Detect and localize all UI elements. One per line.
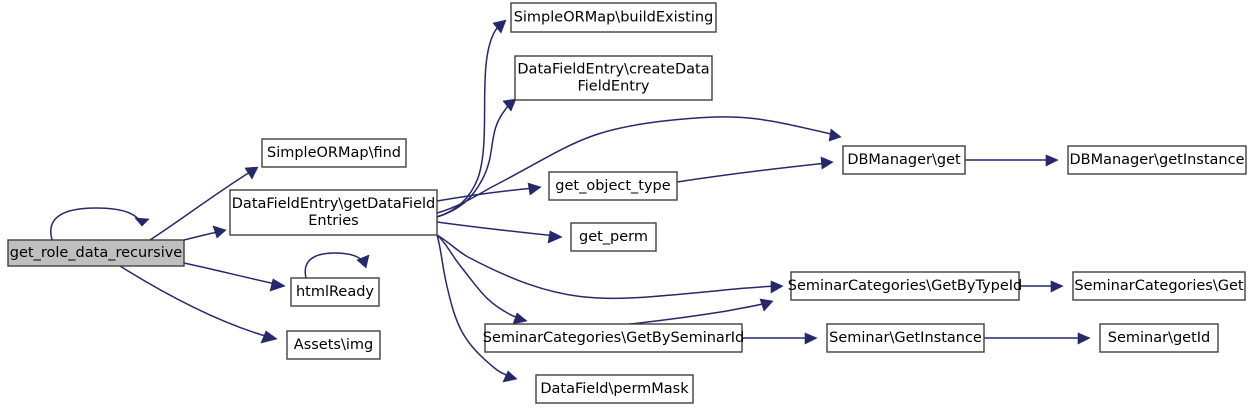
node-label: Assets\img xyxy=(294,337,373,353)
edge-getdatafieldentries-to-getbytypeid xyxy=(436,234,784,300)
edge-dbmanagerget-to-dbmanagergetinstance xyxy=(965,154,1059,167)
edge-getbytypeid-to-seminarcategoriesget xyxy=(1019,280,1064,293)
edge-self-get-role-data-recursive xyxy=(50,207,150,241)
node-label: Seminar\getId xyxy=(1108,330,1211,346)
edge-layer xyxy=(50,19,1091,383)
node-label: get_role_data_recursive xyxy=(10,245,183,261)
node-label: FieldEntry xyxy=(577,79,649,95)
node-label: DBManager\get xyxy=(847,152,961,168)
graph-node-getbyseminarid[interactable]: SeminarCategories\GetBySeminarId xyxy=(483,323,745,353)
edge-getobjecttype-to-dbmanagerget xyxy=(676,156,834,183)
node-label: htmlReady xyxy=(296,284,374,300)
edge-getdatafieldentries-to-dbmanagerget xyxy=(436,116,842,214)
graph-node-buildexisting[interactable]: SimpleORMap\buildExisting xyxy=(510,2,717,33)
edge-getrole-to-assetsimg xyxy=(119,265,278,344)
node-box[interactable] xyxy=(535,374,694,404)
node-box[interactable] xyxy=(1067,145,1247,175)
edge-getdatafieldentries-to-buildexisting xyxy=(436,19,507,218)
node-label: get_object_type xyxy=(555,178,670,194)
node-box[interactable] xyxy=(7,239,185,267)
graph-node-seminarcategories-get[interactable]: SeminarCategories\Get xyxy=(1072,271,1246,301)
node-box[interactable] xyxy=(261,138,407,168)
node-box[interactable] xyxy=(826,323,985,353)
edge-self-htmlready xyxy=(304,252,370,279)
node-label: DataFieldEntry\getDataField xyxy=(232,196,435,212)
node-box[interactable] xyxy=(1072,271,1246,301)
node-label: Entries xyxy=(308,213,359,229)
edge-seminargetinstance-to-seminargetid xyxy=(984,332,1091,345)
node-label: SimpleORMap\buildExisting xyxy=(514,10,714,26)
node-box[interactable] xyxy=(290,277,380,307)
graph-node-get-object-type[interactable]: get_object_type xyxy=(548,171,678,201)
node-label: DBManager\getInstance xyxy=(1069,152,1244,168)
edge-getrole-to-htmlready xyxy=(183,262,286,292)
edge-getrole-to-simpleormapfind xyxy=(149,166,259,241)
node-box[interactable] xyxy=(1099,323,1219,353)
graph-node-dbmanager-get[interactable]: DBManager\get xyxy=(842,145,966,175)
node-box[interactable] xyxy=(842,145,966,175)
edge-getrole-to-getdatafieldentries xyxy=(183,225,227,241)
graph-node-get-role-data-recursive[interactable]: get_role_data_recursive xyxy=(7,239,185,267)
node-label: Seminar\GetInstance xyxy=(829,330,982,346)
node-box[interactable] xyxy=(510,2,717,33)
node-label: DataFieldEntry\createData xyxy=(517,62,709,78)
graph-node-simpleormap-find[interactable]: SimpleORMap\find xyxy=(261,138,407,168)
node-box[interactable] xyxy=(514,55,713,101)
node-box[interactable] xyxy=(548,171,678,201)
node-box[interactable] xyxy=(286,330,381,360)
node-box[interactable] xyxy=(229,189,438,236)
edge-getdatafieldentries-to-getobjecttype xyxy=(436,182,542,202)
node-label: SeminarCategories\GetBySeminarId xyxy=(483,330,745,346)
graph-node-seminar-getinstance[interactable]: Seminar\GetInstance xyxy=(826,323,985,353)
graph-node-getbytypeid[interactable]: SeminarCategories\GetByTypeId xyxy=(788,271,1023,301)
node-label: DataField\permMask xyxy=(540,381,689,397)
graph-node-assets-img[interactable]: Assets\img xyxy=(286,330,381,360)
graph-node-seminar-getid[interactable]: Seminar\getId xyxy=(1099,323,1219,353)
graph-node-dbmanager-getinstance[interactable]: DBManager\getInstance xyxy=(1067,145,1247,175)
node-label: SeminarCategories\GetByTypeId xyxy=(788,278,1023,294)
edge-getdatafieldentries-to-permmask xyxy=(436,234,518,383)
graph-node-permmask[interactable]: DataField\permMask xyxy=(535,374,694,404)
node-label: get_perm xyxy=(579,229,648,245)
edge-getbyseminarid-to-seminargetinstance xyxy=(742,332,818,345)
node-box[interactable] xyxy=(484,323,743,353)
node-label: SimpleORMap\find xyxy=(267,145,401,161)
node-label: SeminarCategories\Get xyxy=(1074,278,1244,294)
node-box[interactable] xyxy=(790,271,1020,301)
edge-getdatafieldentries-to-getbyseminarid xyxy=(436,234,528,325)
graph-node-htmlready[interactable]: htmlReady xyxy=(290,277,380,307)
edge-getdatafieldentries-to-getperm xyxy=(436,221,563,244)
node-box[interactable] xyxy=(570,222,657,252)
node-layer: get_role_data_recursiveSimpleORMap\findD… xyxy=(7,2,1247,404)
graph-node-get-perm[interactable]: get_perm xyxy=(570,222,657,252)
